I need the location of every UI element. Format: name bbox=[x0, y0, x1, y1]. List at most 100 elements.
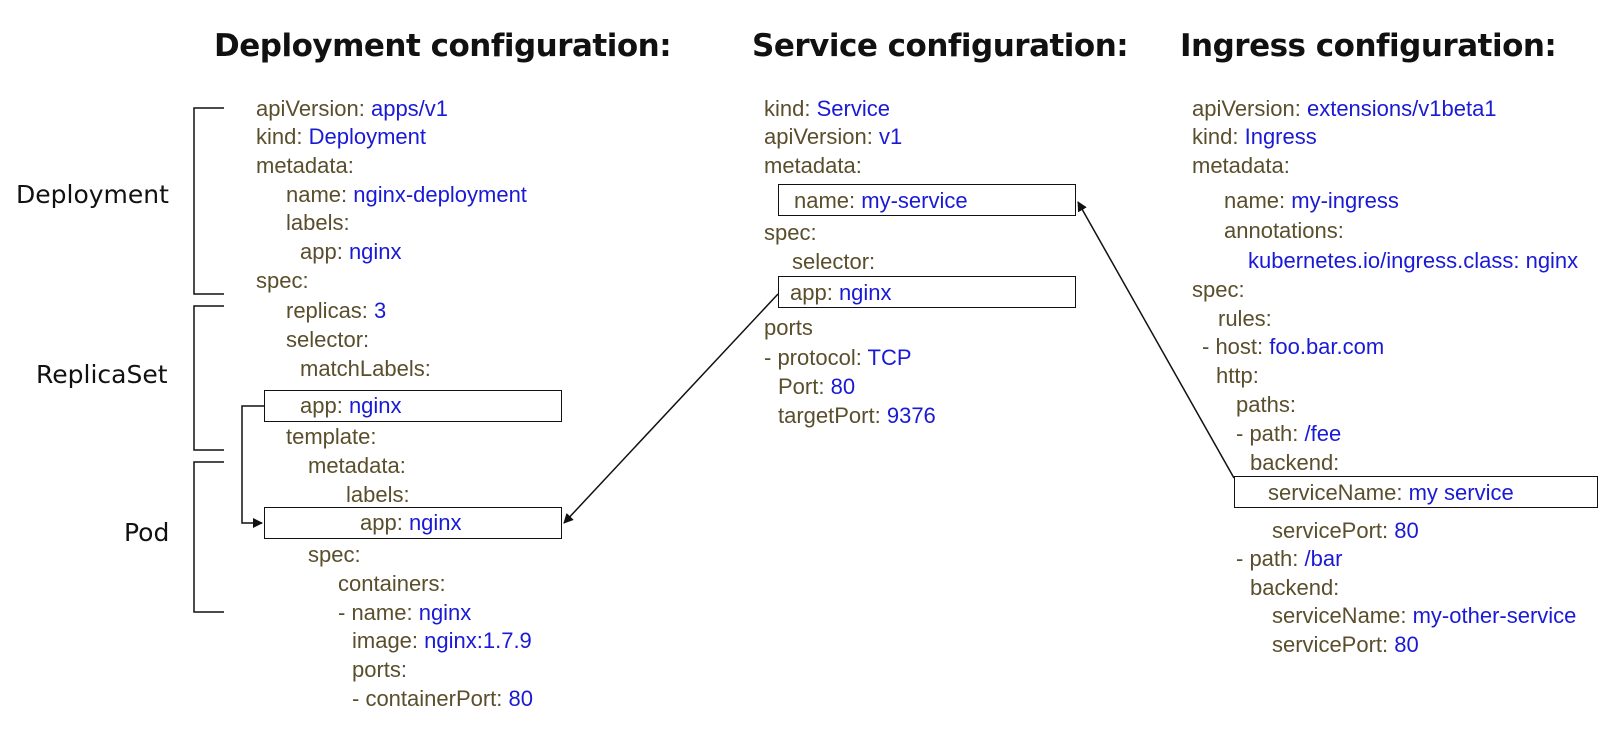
service-selector-box bbox=[778, 276, 1076, 308]
yaml-value: my-service bbox=[861, 188, 968, 213]
yaml-key: template: bbox=[286, 424, 377, 449]
deployment-yaml-line: app: nginx bbox=[300, 391, 402, 420]
ingress-yaml-line: backend: bbox=[1250, 573, 1339, 602]
yaml-key: kind: bbox=[256, 124, 309, 149]
service-selector-to-pod-arrow bbox=[563, 293, 779, 524]
yaml-key: spec: bbox=[308, 542, 361, 567]
yaml-key: apiVersion: bbox=[1192, 96, 1307, 121]
yaml-key: spec: bbox=[764, 220, 817, 245]
deployment-yaml-line: ports: bbox=[352, 655, 407, 684]
service-yaml-line: name: my-service bbox=[794, 186, 968, 215]
yaml-key: replicas: bbox=[286, 298, 375, 323]
yaml-value: nginx bbox=[408, 510, 462, 535]
yaml-key: annotations: bbox=[1224, 218, 1344, 243]
deployment-yaml-line: metadata: bbox=[256, 151, 354, 180]
ingress-yaml-line: servicePort: 80 bbox=[1272, 516, 1419, 545]
ingress-yaml-line: rules: bbox=[1218, 304, 1272, 333]
yaml-key: rules: bbox=[1218, 306, 1272, 331]
yaml-key: servicePort: bbox=[1272, 632, 1395, 657]
yaml-key: metadata: bbox=[308, 453, 406, 478]
yaml-key: image: bbox=[352, 628, 425, 653]
yaml-key: targetPort: bbox=[778, 403, 887, 428]
yaml-value: Deployment bbox=[308, 124, 426, 149]
service-yaml-line: apiVersion: v1 bbox=[764, 122, 902, 151]
yaml-key: - path: bbox=[1236, 546, 1305, 571]
yaml-value: nginx bbox=[418, 600, 472, 625]
yaml-key: - protocol: bbox=[764, 345, 868, 370]
yaml-key: - name: bbox=[338, 600, 419, 625]
ingress-yaml-line: serviceName: my service bbox=[1268, 478, 1514, 507]
deployment-yaml-line: labels: bbox=[346, 480, 410, 509]
yaml-key: selector: bbox=[792, 249, 876, 274]
yaml-key: app: bbox=[790, 280, 839, 305]
yaml-key: labels: bbox=[286, 210, 350, 235]
deployment-yaml-line: spec: bbox=[256, 266, 309, 295]
yaml-key: apiVersion: bbox=[764, 124, 879, 149]
side-label-pod: Pod bbox=[124, 518, 170, 547]
deployment-yaml-line: replicas: 3 bbox=[286, 296, 386, 325]
ingress-yaml-line: name: my-ingress bbox=[1224, 186, 1399, 215]
service-yaml-line: app: nginx bbox=[790, 278, 892, 307]
ingress-yaml-line: metadata: bbox=[1192, 151, 1290, 180]
deployment-yaml-line: template: bbox=[286, 422, 377, 451]
deployment-yaml-line: selector: bbox=[286, 325, 369, 354]
service-config-heading: Service configuration: bbox=[752, 28, 1129, 64]
deployment-config-heading: Deployment configuration: bbox=[214, 28, 672, 64]
deployment-yaml-line: matchLabels: bbox=[300, 354, 431, 383]
yaml-key: metadata: bbox=[1192, 153, 1290, 178]
service-yaml-line: Port: 80 bbox=[778, 372, 855, 401]
yaml-value: nginx bbox=[348, 393, 402, 418]
deployment-yaml-line: app: nginx bbox=[300, 237, 402, 266]
yaml-value: Ingress bbox=[1244, 124, 1317, 149]
ingress-yaml-line: kind: Ingress bbox=[1192, 122, 1317, 151]
yaml-key: metadata: bbox=[764, 153, 862, 178]
ingress-yaml-line: http: bbox=[1216, 361, 1259, 390]
side-label-deployment: Deployment bbox=[16, 180, 169, 209]
yaml-key: metadata: bbox=[256, 153, 354, 178]
ingress-yaml-line: servicePort: 80 bbox=[1272, 630, 1419, 659]
yaml-value: 9376 bbox=[886, 403, 936, 428]
deployment-bracket bbox=[193, 107, 224, 295]
yaml-key: matchLabels: bbox=[300, 356, 431, 381]
ingress-yaml-line: apiVersion: extensions/v1beta1 bbox=[1192, 94, 1497, 123]
yaml-value: /fee bbox=[1304, 421, 1342, 446]
service-name-box bbox=[778, 184, 1076, 216]
ingress-yaml-line: - host: foo.bar.com bbox=[1202, 332, 1384, 361]
yaml-value: nginx:1.7.9 bbox=[424, 628, 532, 653]
ingress-config-heading: Ingress configuration: bbox=[1180, 28, 1557, 64]
yaml-key: http: bbox=[1216, 363, 1259, 388]
ingress-yaml-line: annotations: bbox=[1224, 216, 1344, 245]
service-yaml-line: targetPort: 9376 bbox=[778, 401, 936, 430]
yaml-key: app: bbox=[300, 393, 349, 418]
yaml-key: app: bbox=[300, 239, 349, 264]
service-yaml-line: spec: bbox=[764, 218, 817, 247]
yaml-value: 80 bbox=[1394, 518, 1419, 543]
yaml-key: spec: bbox=[256, 268, 309, 293]
yaml-value: Service bbox=[816, 96, 890, 121]
yaml-value: nginx bbox=[838, 280, 892, 305]
deployment-yaml-line: app: nginx bbox=[360, 508, 462, 537]
yaml-value: nginx bbox=[348, 239, 402, 264]
yaml-value: my service bbox=[1408, 480, 1514, 505]
yaml-key: ports: bbox=[352, 657, 408, 682]
yaml-key: servicePort: bbox=[1272, 518, 1395, 543]
yaml-key: - path: bbox=[1236, 421, 1305, 446]
yaml-key: spec: bbox=[1192, 277, 1245, 302]
service-yaml-line: - protocol: TCP bbox=[764, 343, 912, 372]
side-label-replicaset: ReplicaSet bbox=[36, 360, 168, 389]
deployment-yaml-line: - containerPort: 80 bbox=[352, 684, 533, 713]
ingress-yaml-line: kubernetes.io/ingress.class: nginx bbox=[1248, 246, 1578, 275]
replicaset-bracket bbox=[193, 305, 224, 451]
ingress-yaml-line: - path: /bar bbox=[1236, 544, 1342, 573]
yaml-key: containers: bbox=[338, 571, 446, 596]
ingress-yaml-line: serviceName: my-other-service bbox=[1272, 601, 1576, 630]
deployment-yaml-line: image: nginx:1.7.9 bbox=[352, 626, 532, 655]
deployment-yaml-line: metadata: bbox=[308, 451, 406, 480]
yaml-value: kubernetes.io/ingress.class: nginx bbox=[1248, 248, 1579, 273]
service-yaml-line: metadata: bbox=[764, 151, 862, 180]
yaml-value: nginx-deployment bbox=[353, 182, 527, 207]
ingress-backend-to-service-arrow bbox=[1077, 201, 1235, 479]
yaml-value: 3 bbox=[374, 298, 387, 323]
yaml-value: v1 bbox=[878, 124, 903, 149]
